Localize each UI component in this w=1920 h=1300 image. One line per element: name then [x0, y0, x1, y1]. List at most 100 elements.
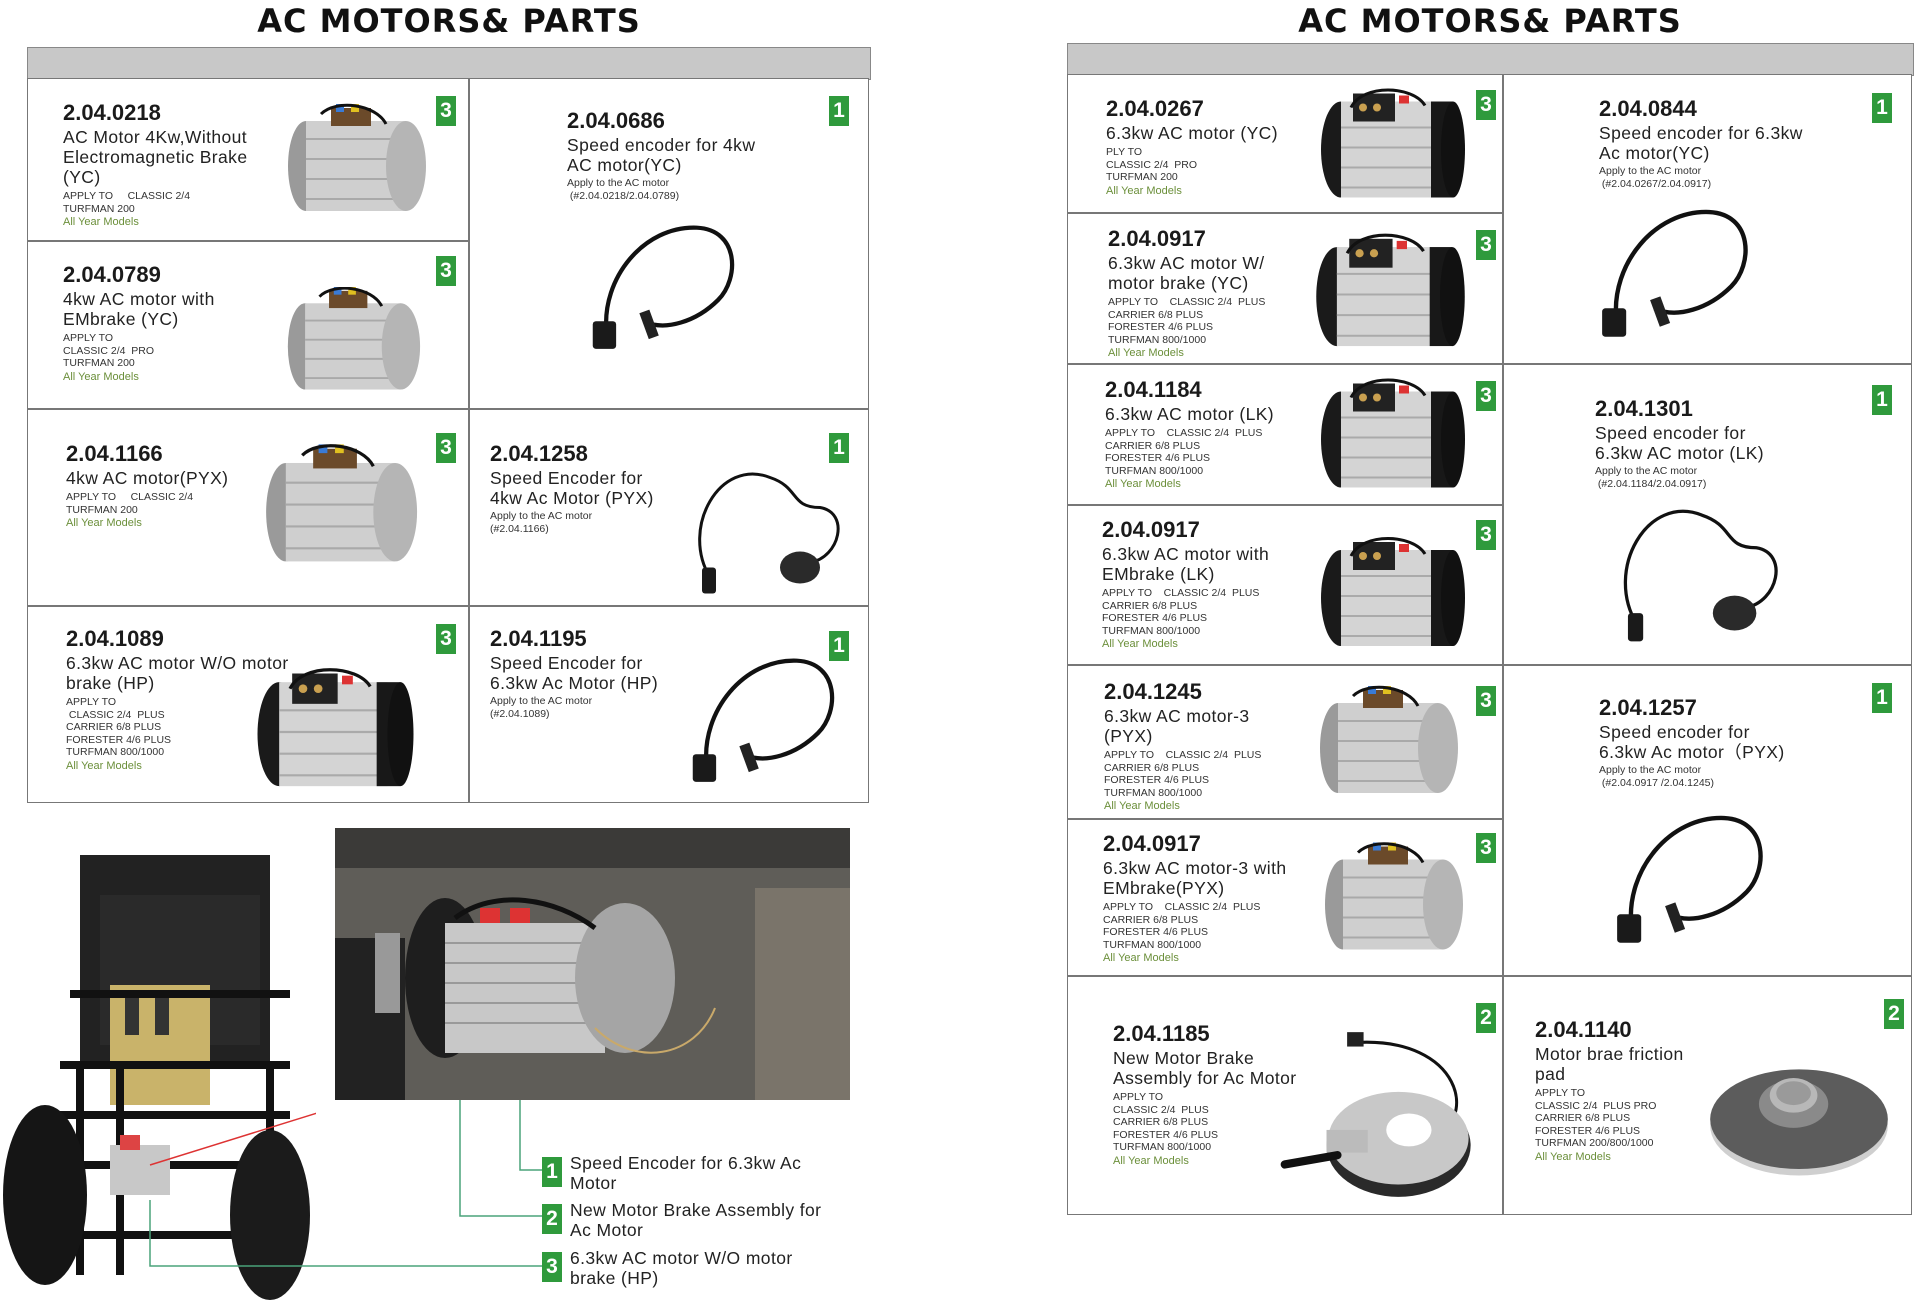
- compatibility-note: (#2.04.0267/2.04.0917): [1599, 177, 1712, 190]
- motor-image: [1308, 232, 1473, 357]
- part-number: 2.04.1184: [1105, 377, 1202, 402]
- part-number: 2.04.0917: [1103, 831, 1201, 856]
- quantity-badge: 3: [1476, 230, 1496, 260]
- all-year-models-label: All Year Models: [1108, 347, 1184, 359]
- compatibility-note: Apply to the AC motor: [490, 510, 593, 522]
- speed-encoder-image: [1589, 195, 1764, 345]
- apply-to-line: APPLY TO CLASSIC 2/4: [63, 190, 191, 202]
- apply-to-line: TURFMAN 200: [1106, 171, 1178, 183]
- apply-to-line: CARRIER 6/8 PLUS: [1108, 308, 1204, 321]
- apply-to-line: TURFMAN 800/1000: [1113, 1141, 1212, 1153]
- quantity-badge: 3: [1476, 520, 1496, 550]
- part-title-line: 6.3kw AC motor W/: [1108, 253, 1265, 273]
- apply-to-line: TURFMAN 800/1000: [1103, 938, 1202, 951]
- apply-to-line: TURFMAN 800/1000: [1105, 464, 1204, 477]
- part-number: 2.04.0917: [1108, 226, 1206, 251]
- compatibility-note: (#2.04.0218/2.04.0789): [567, 189, 680, 202]
- part-title-line: Speed Encoder for: [490, 468, 643, 488]
- compatibility-note: Apply to the AC motor: [1595, 465, 1698, 477]
- all-year-models-label: All Year Models: [63, 216, 139, 228]
- part-number: 2.04.1257: [1599, 695, 1697, 720]
- apply-to-line: FORESTER 4/6 PLUS: [66, 733, 172, 746]
- apply-to-line: APPLY TO: [66, 696, 117, 708]
- part-title-line: (YC): [63, 167, 101, 187]
- motor-image: [1303, 536, 1483, 656]
- part-title-line: 4kw AC motor(PYX): [66, 468, 229, 488]
- apply-to-line: TURFMAN 800/1000: [66, 746, 165, 758]
- part-title-line: EMbrake (LK): [1102, 564, 1215, 584]
- apply-to-line: TURFMAN 200: [63, 202, 135, 215]
- apply-to-line: CLASSIC 2/4 PRO: [1106, 158, 1198, 171]
- motor-image: [253, 287, 453, 402]
- part-title-line: Speed encoder for 4kw: [567, 135, 756, 155]
- part-title-line: 6.3kw AC motor (LK): [1595, 443, 1765, 463]
- quantity-badge: 1: [829, 631, 849, 661]
- all-year-models-label: All Year Models: [66, 517, 142, 529]
- quantity-badge: 1: [1872, 683, 1892, 713]
- quantity-badge: 3: [436, 256, 456, 286]
- compatibility-note: Apply to the AC motor: [1599, 764, 1702, 776]
- apply-to-line: TURFMAN 200: [66, 503, 138, 516]
- quantity-badge: 3: [1476, 90, 1496, 120]
- part-title-line: 6.3kw AC motor-3: [1104, 706, 1250, 726]
- part-title-line: New Motor Brake: [1113, 1048, 1255, 1068]
- apply-to-line: FORESTER 4/6 PLUS: [1113, 1128, 1219, 1141]
- legend-label: New Motor Brake Assembly for Ac Motor: [570, 1200, 822, 1240]
- part-title-line: pad: [1535, 1064, 1566, 1084]
- quantity-badge: 1: [1872, 93, 1892, 123]
- apply-to-line: TURFMAN 800/1000: [1104, 786, 1203, 799]
- part-title-line: 6.3kw AC motor (YC): [1106, 123, 1278, 143]
- apply-to-line: CARRIER 6/8 PLUS: [1102, 599, 1198, 612]
- part-title-line: Assembly for Ac Motor: [1113, 1068, 1297, 1088]
- apply-to-line: TURFMAN 200/800/1000: [1535, 1137, 1654, 1149]
- apply-to-line: APPLY TO CLASSIC 2/4 PLUS: [1103, 901, 1261, 913]
- left-panel-title: AC MOTORS& PARTS: [257, 2, 641, 40]
- part-number: 2.04.1185: [1113, 1021, 1210, 1046]
- part-title-line: motor brake (YC): [1108, 273, 1249, 293]
- apply-to-line: APPLY TO CLASSIC 2/4 PLUS: [1104, 749, 1262, 761]
- compatibility-note: Apply to the AC motor: [490, 695, 593, 707]
- brake-assembly-image: [1273, 1027, 1483, 1202]
- apply-to-line: APPLY TO: [1113, 1091, 1164, 1103]
- apply-to-line: FORESTER 4/6 PLUS: [1103, 926, 1209, 938]
- apply-to-line: FORESTER 4/6 PLUS: [1535, 1124, 1641, 1137]
- apply-to-line: TURFMAN 800/1000: [1102, 624, 1201, 637]
- part-number: 2.04.1089: [66, 626, 164, 651]
- speed-encoder-image: [680, 465, 850, 600]
